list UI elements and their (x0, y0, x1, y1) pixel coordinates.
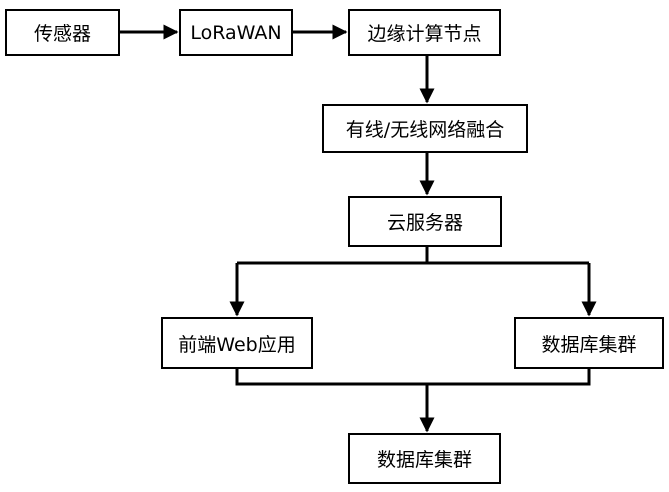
sensor-label: 传感器 (33, 23, 91, 45)
edge-computing-node: 边缘计算节点 (348, 9, 501, 56)
lorawan-node: LoRaWAN (179, 9, 293, 56)
cloud-server-label: 云服务器 (386, 212, 463, 234)
db-cluster-bottom-label: 数据库集群 (376, 449, 472, 471)
connector-web-down (235, 369, 591, 386)
network-fusion-node: 有线/无线网络融合 (322, 104, 528, 153)
lorawan-label: LoRaWAN (190, 21, 282, 44)
db-cluster-right-node: 数据库集群 (514, 317, 664, 369)
sensor-node: 传感器 (5, 9, 120, 56)
db-cluster-right-label: 数据库集群 (541, 333, 637, 356)
web-app-label: 前端Web应用 (178, 333, 296, 356)
edge-node-label: 边缘计算节点 (367, 23, 482, 45)
cloud-server-node: 云服务器 (348, 196, 502, 247)
fusion-label: 有线/无线网络融合 (345, 119, 505, 141)
db-cluster-bottom-node: 数据库集群 (348, 433, 501, 484)
web-app-node: 前端Web应用 (161, 317, 313, 369)
